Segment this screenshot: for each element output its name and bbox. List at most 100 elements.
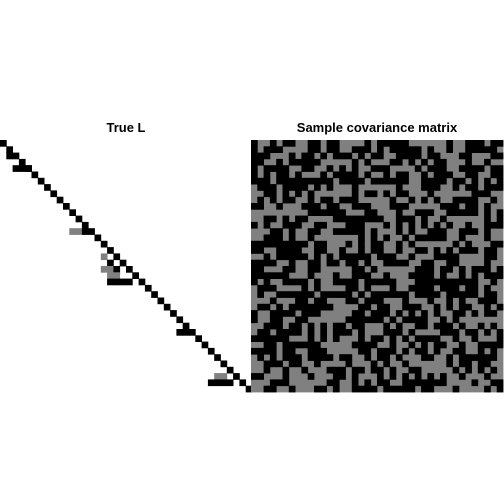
- heatmap-cell: [269, 240, 277, 248]
- heatmap-cell: [427, 190, 435, 198]
- heatmap-cell: [276, 329, 283, 336]
- heatmap-cell: [351, 385, 359, 393]
- heatmap-cell: [282, 347, 290, 355]
- heatmap-cell: [421, 284, 428, 292]
- heatmap-cell: [282, 329, 290, 336]
- heatmap-cell: [288, 360, 296, 368]
- heatmap-cell: [458, 297, 466, 305]
- heatmap-cell: [414, 278, 422, 286]
- heatmap-cell: [421, 196, 428, 204]
- heatmap-cell: [358, 247, 365, 254]
- heatmap-cell: [358, 234, 365, 242]
- heatmap-cell: [345, 278, 353, 286]
- heatmap-cell: [288, 240, 296, 248]
- heatmap-cell: [351, 341, 359, 349]
- heatmap-cell: [263, 259, 271, 267]
- heatmap-cell: [427, 297, 435, 305]
- heatmap-cell: [358, 303, 365, 311]
- heatmap-cell: [251, 247, 258, 254]
- heatmap-cell: [421, 177, 428, 185]
- heatmap-cell: [402, 385, 409, 393]
- heatmap-cell: [402, 335, 409, 342]
- heatmap-cell: [433, 177, 441, 185]
- heatmap-cell: [269, 379, 277, 387]
- heatmap-cell: [452, 316, 460, 324]
- heatmap-cell: [332, 291, 340, 298]
- heatmap-cell: [427, 385, 435, 393]
- heatmap-cell: [408, 228, 416, 235]
- heatmap-cell: [408, 196, 416, 204]
- heatmap-cell: [370, 177, 378, 185]
- heatmap-cell: [383, 177, 390, 185]
- heatmap-cell: [320, 209, 327, 216]
- heatmap-cell: [414, 247, 422, 254]
- heatmap-cell: [81, 228, 89, 235]
- heatmap-cell: [440, 165, 447, 172]
- heatmap-cell: [332, 272, 340, 279]
- heatmap-cell: [496, 240, 504, 248]
- heatmap-cell: [207, 347, 215, 355]
- heatmap-cell: [320, 177, 327, 185]
- heatmap-cell: [295, 158, 302, 166]
- heatmap-cell: [377, 165, 384, 172]
- heatmap-cell: [433, 196, 441, 204]
- heatmap-cell: [113, 278, 121, 286]
- heatmap-cell: [339, 354, 346, 361]
- heatmap-cell: [364, 278, 372, 286]
- heatmap-cell: [269, 310, 277, 317]
- heatmap-cell: [370, 152, 378, 160]
- heatmap-cell: [25, 165, 32, 172]
- heatmap-cell: [326, 354, 334, 361]
- heatmap-cell: [427, 379, 435, 387]
- heatmap-cell: [383, 234, 390, 242]
- heatmap-cell: [314, 221, 321, 229]
- heatmap-cell: [282, 171, 290, 179]
- heatmap-cell: [351, 196, 359, 204]
- heatmap-cell: [465, 228, 472, 235]
- heatmap-cell: [351, 316, 359, 324]
- heatmap-cell: [307, 310, 315, 317]
- heatmap-cell: [458, 360, 466, 368]
- heatmap-cell: [440, 284, 447, 292]
- heatmap-cell: [408, 303, 416, 311]
- heatmap-cell: [276, 322, 283, 330]
- heatmap-cell: [282, 291, 290, 298]
- heatmap-cell: [282, 190, 290, 198]
- heatmap-cell: [251, 310, 258, 317]
- heatmap-cell: [383, 322, 390, 330]
- heatmap-cell: [269, 316, 277, 324]
- heatmap-cell: [484, 291, 491, 298]
- heatmap-cell: [94, 234, 102, 242]
- heatmap-cell: [484, 385, 491, 393]
- heatmap-cell: [484, 234, 491, 242]
- heatmap-cell: [251, 347, 258, 355]
- heatmap-cell: [477, 297, 485, 305]
- heatmap-cell: [395, 240, 403, 248]
- heatmap-cell: [251, 316, 258, 324]
- heatmap-cell: [471, 228, 479, 235]
- heatmap-cell: [427, 259, 435, 267]
- heatmap-cell: [320, 322, 327, 330]
- heatmap-cell: [364, 215, 372, 223]
- heatmap-cell: [471, 284, 479, 292]
- heatmap-cell: [332, 203, 340, 210]
- heatmap-cell: [107, 247, 114, 254]
- heatmap-cell: [490, 165, 498, 172]
- heatmap-cell: [295, 190, 302, 198]
- heatmap-cell: [251, 140, 258, 147]
- heatmap-cell: [251, 152, 258, 160]
- heatmap-cell: [421, 215, 428, 223]
- heatmap-cell: [351, 366, 359, 374]
- heatmap-cell: [295, 177, 302, 185]
- heatmap-cell: [414, 379, 422, 387]
- heatmap-cell: [269, 347, 277, 355]
- heatmap-cell: [144, 284, 152, 292]
- heatmap-cell: [314, 140, 321, 147]
- heatmap-cell: [288, 253, 296, 261]
- heatmap-cell: [320, 335, 327, 342]
- heatmap-cell: [320, 196, 327, 204]
- heatmap-cell: [364, 341, 372, 349]
- heatmap-cell: [288, 266, 296, 273]
- heatmap-cell: [370, 240, 378, 248]
